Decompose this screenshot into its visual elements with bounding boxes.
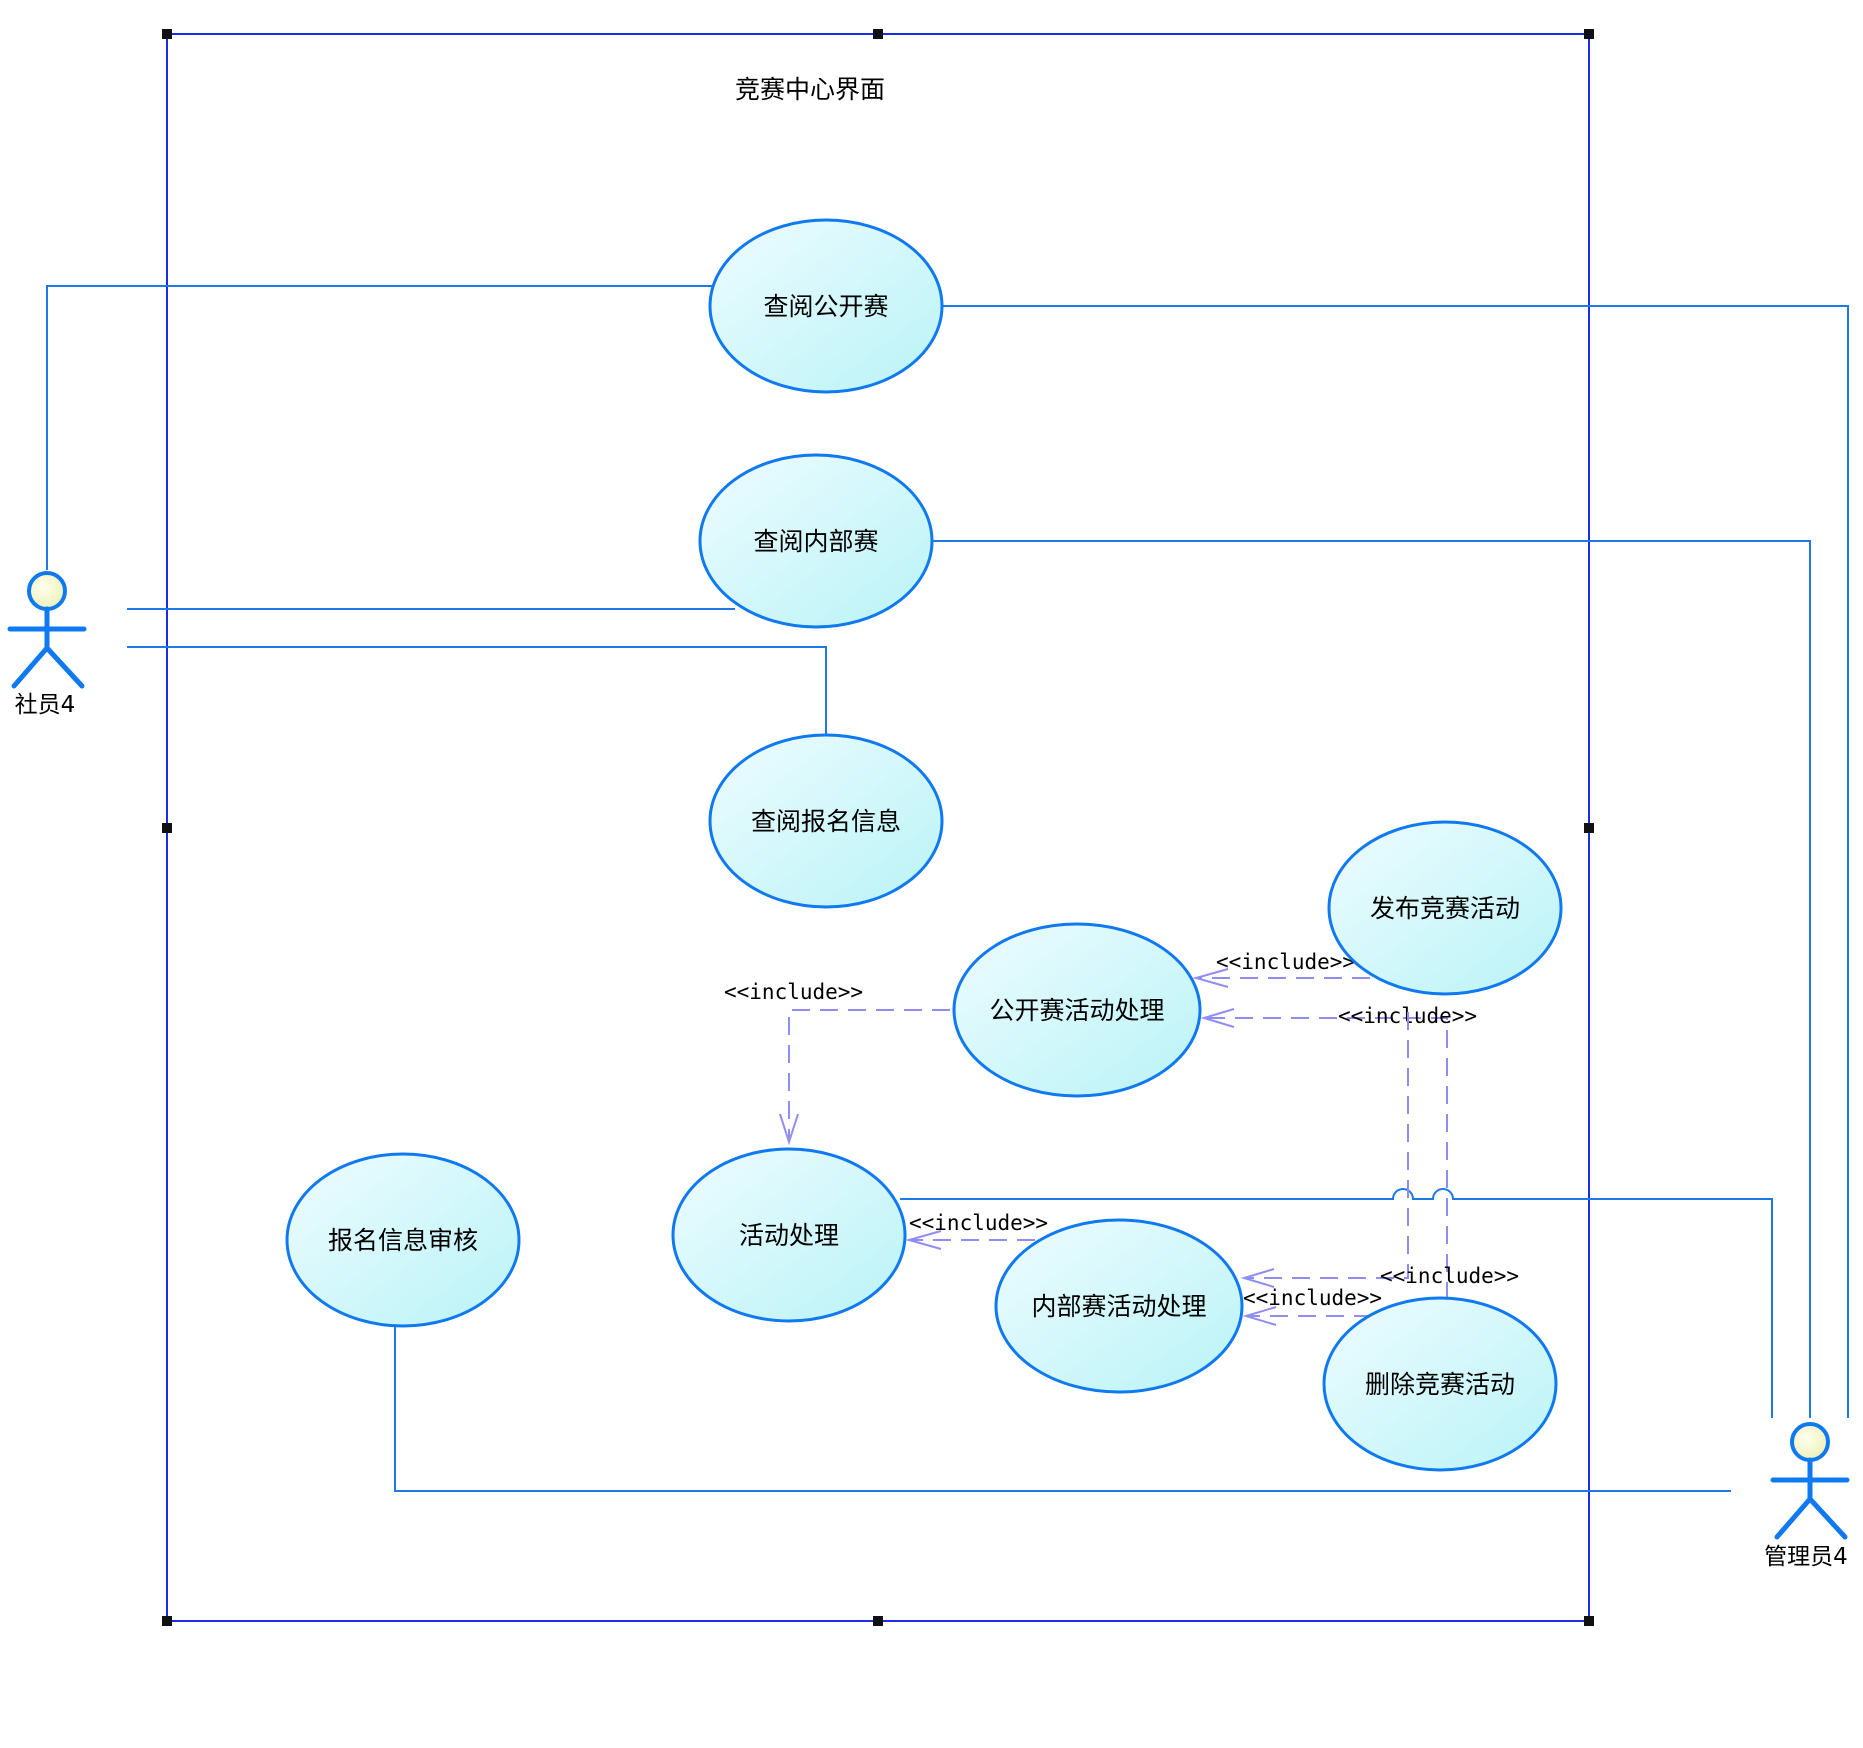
resize-handle-bottom-middle[interactable] — [873, 1616, 883, 1626]
resize-handle-top-right[interactable] — [1584, 29, 1594, 39]
use-case-view-signup[interactable]: 查阅报名信息 — [708, 733, 944, 909]
assoc-admin-view-internal[interactable] — [930, 540, 1811, 1418]
use-case-view-open[interactable]: 查阅公开赛 — [708, 218, 944, 394]
resize-handle-bottom-right[interactable] — [1584, 1616, 1594, 1626]
assoc-admin-activity[interactable] — [900, 1188, 1773, 1418]
svg-text:查阅报名信息: 查阅报名信息 — [751, 807, 901, 836]
resize-handle-middle-right[interactable] — [1584, 823, 1594, 833]
stereotype-publish-to-open: <<include>> — [1216, 950, 1355, 974]
svg-text:报名信息审核: 报名信息审核 — [328, 1226, 478, 1255]
use-case-review[interactable]: 报名信息审核 — [285, 1152, 521, 1328]
resize-handle-bottom-left[interactable] — [162, 1616, 172, 1626]
stereotype-publish-to-internal: <<include>> — [1380, 1264, 1519, 1288]
associations — [46, 285, 1849, 1492]
system-boundary[interactable]: 竞赛中心界面 — [162, 29, 1594, 1626]
svg-text:查阅公开赛: 查阅公开赛 — [763, 292, 888, 321]
stereotype-delete-to-internal: <<include>> — [1243, 1286, 1382, 1310]
stereotype-internal-to-activity: <<include>> — [909, 1211, 1048, 1235]
use-case-view-internal[interactable]: 查阅内部赛 — [698, 453, 934, 629]
boundary-title: 竞赛中心界面 — [735, 75, 885, 104]
svg-text:活动处理: 活动处理 — [739, 1221, 839, 1250]
resize-handle-top-middle[interactable] — [873, 29, 883, 39]
svg-text:发布竞赛活动: 发布竞赛活动 — [1370, 894, 1520, 923]
use-case-delete[interactable]: 删除竞赛活动 — [1322, 1296, 1558, 1472]
actor-admin[interactable]: 管理员4 — [1764, 1422, 1850, 1570]
actor-member-label: 社员4 — [15, 692, 76, 718]
svg-text:删除竞赛活动: 删除竞赛活动 — [1365, 1370, 1515, 1399]
include-delete-to-open-arrowhead — [1200, 1008, 1235, 1028]
actor-admin-label: 管理员4 — [1764, 1544, 1848, 1570]
svg-text:查阅内部赛: 查阅内部赛 — [753, 527, 878, 556]
actor-member[interactable]: 社员4 — [7, 571, 87, 718]
resize-handle-top-left[interactable] — [162, 29, 172, 39]
assoc-member-view-signup[interactable] — [127, 646, 827, 735]
assoc-member-view-open[interactable] — [46, 285, 712, 570]
include-open-to-activity[interactable] — [788, 1009, 950, 1138]
svg-text:公开赛活动处理: 公开赛活动处理 — [989, 996, 1164, 1025]
include-delete-to-open[interactable] — [1204, 1017, 1448, 1300]
actor-admin-head — [1790, 1422, 1830, 1462]
use-case-open-process[interactable]: 公开赛活动处理 — [952, 922, 1202, 1098]
include-publish-to-internal-arrowhead — [1240, 1268, 1275, 1288]
actor-member-head — [27, 571, 67, 611]
resize-handle-middle-left[interactable] — [162, 823, 172, 833]
include-delete-to-internal-arrowhead — [1242, 1306, 1277, 1326]
assoc-admin-view-open[interactable] — [940, 305, 1849, 1418]
include-open-to-activity-arrowhead — [779, 1113, 799, 1146]
assoc-admin-review[interactable] — [394, 1325, 1731, 1492]
include-publish-to-internal[interactable] — [1244, 1012, 1409, 1279]
use-case-activity[interactable]: 活动处理 — [671, 1147, 907, 1323]
use-case-publish[interactable]: 发布竞赛活动 — [1327, 820, 1563, 996]
svg-text:内部赛活动处理: 内部赛活动处理 — [1031, 1292, 1206, 1321]
stereotype-open-to-activity: <<include>> — [724, 980, 863, 1004]
include-internal-to-activity-arrowhead — [905, 1230, 942, 1250]
include-publish-to-open-arrowhead — [1192, 968, 1229, 988]
use-case-internal-process[interactable]: 内部赛活动处理 — [994, 1218, 1244, 1394]
include-dependencies: <<include>> <<include>> <<include>> <<in… — [724, 950, 1519, 1326]
